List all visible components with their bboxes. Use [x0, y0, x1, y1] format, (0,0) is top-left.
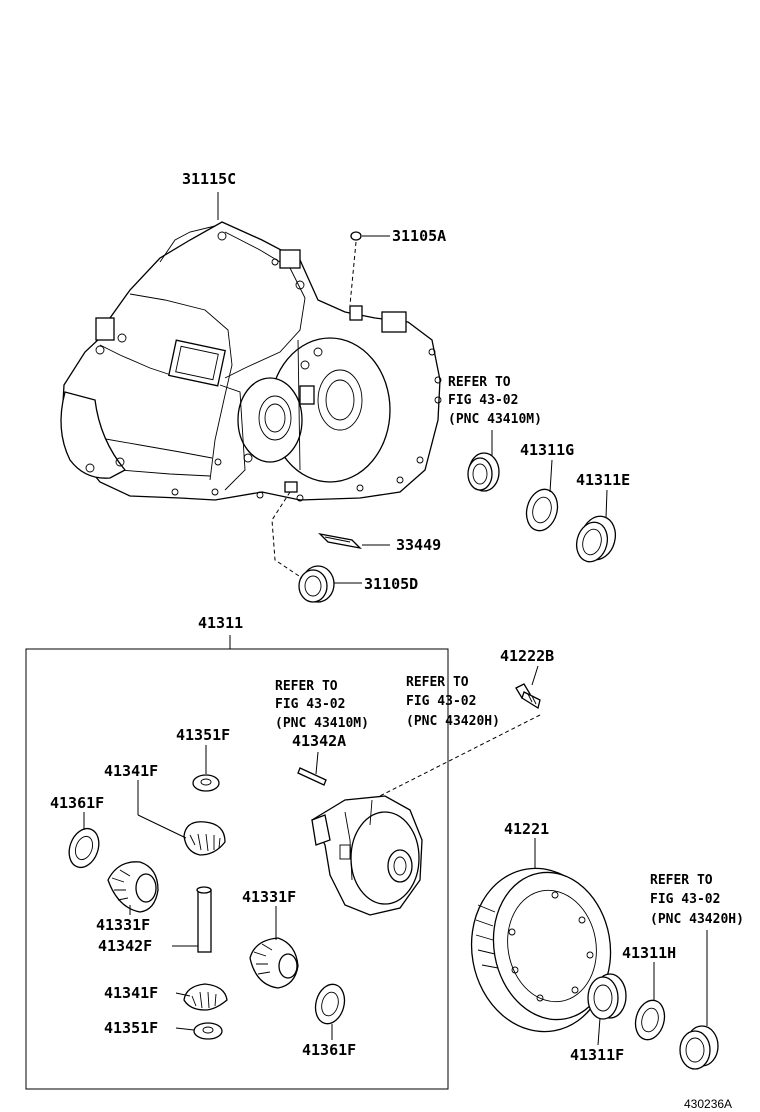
label-41311: 41311: [198, 614, 243, 632]
svg-text:FIG 43-02: FIG 43-02: [275, 697, 345, 712]
svg-text:(PNC 43410M): (PNC 43410M): [275, 716, 369, 731]
label-41311f: 41311F: [570, 1046, 624, 1064]
svg-text:FIG 43-02: FIG 43-02: [448, 393, 518, 408]
label-41311g: 41311G: [520, 441, 574, 459]
washer-41351f-bottom-drawing: [193, 1022, 223, 1040]
refer-note-43410m-top: REFER TO FIG 43-02 (PNC 43410M): [448, 375, 542, 427]
magnet-33449-drawing: [318, 532, 362, 550]
label-31105d: 31105D: [364, 575, 418, 593]
label-41341f-top: 41341F: [104, 762, 158, 780]
side-gear-41331f-right-drawing: [249, 937, 299, 989]
figure-id: 430236A: [684, 1097, 732, 1111]
svg-text:FIG 43-02: FIG 43-02: [650, 892, 720, 907]
svg-text:REFER TO: REFER TO: [448, 375, 511, 390]
svg-text:(PNC 43410M): (PNC 43410M): [448, 412, 542, 427]
label-41311h: 41311H: [622, 944, 676, 962]
label-41311e: 41311E: [576, 471, 630, 489]
pin-41342a-drawing: [297, 767, 327, 786]
svg-text:(PNC 43420H): (PNC 43420H): [650, 912, 744, 927]
shim-41311g-drawing: [525, 488, 559, 532]
refer-note-43420h-middle: REFER TO FIG 43-02 (PNC 43420H): [406, 675, 500, 729]
label-41351f-bottom: 41351F: [104, 1019, 158, 1037]
label-41331f-right: 41331F: [242, 888, 296, 906]
oil-seal-43420h-drawing: [679, 1025, 719, 1070]
refer-note-43420h-right: REFER TO FIG 43-02 (PNC 43420H): [650, 873, 744, 927]
label-31115c: 31115C: [182, 170, 236, 188]
refer-note-43410m-middle: REFER TO FIG 43-02 (PNC 43410M): [275, 679, 369, 731]
label-41342f: 41342F: [98, 937, 152, 955]
bearing-41311e-drawing: [575, 515, 617, 563]
svg-text:REFER TO: REFER TO: [650, 873, 713, 888]
label-33449: 33449: [396, 536, 441, 554]
label-41361f-left: 41361F: [50, 794, 104, 812]
ring-gear-41221-drawing: [470, 867, 612, 1033]
oil-seal-43410m-drawing: [467, 452, 500, 492]
differential-case-drawing: [311, 795, 423, 916]
washer-41361f-bottom-drawing: [314, 983, 346, 1025]
label-41342a: 41342A: [292, 732, 346, 750]
pinion-41341f-top-drawing: [183, 821, 226, 856]
bolt-41222b-drawing: [515, 683, 541, 710]
svg-text:FIG 43-02: FIG 43-02: [406, 694, 476, 709]
leader-lines: [83, 192, 708, 1046]
label-41361f-bottom: 41361F: [302, 1041, 356, 1059]
washer-41351f-top-drawing: [192, 774, 220, 792]
transaxle-housing-drawing: [60, 221, 442, 502]
label-41222b: 41222B: [500, 647, 554, 665]
bearing-41311f-drawing: [587, 973, 627, 1020]
side-gear-41331f-left-drawing: [107, 861, 159, 913]
oil-seal-31105d-drawing: [271, 491, 335, 603]
shaft-41342f-drawing: [196, 886, 212, 953]
washer-41361f-left-drawing: [68, 827, 100, 869]
shim-41311h-drawing: [634, 999, 666, 1041]
svg-text:REFER TO: REFER TO: [406, 675, 469, 690]
label-41221: 41221: [504, 820, 549, 838]
vent-plug-drawing: [349, 231, 362, 306]
label-41351f-top: 41351F: [176, 726, 230, 744]
label-31105a: 31105A: [392, 227, 446, 245]
pinion-41341f-bottom-drawing: [183, 983, 228, 1011]
svg-text:(PNC 43420H): (PNC 43420H): [406, 714, 500, 729]
label-41341f-bottom: 41341F: [104, 984, 158, 1002]
differential-assembly-box: [25, 648, 449, 1090]
label-41331f-left: 41331F: [96, 916, 150, 934]
svg-text:REFER TO: REFER TO: [275, 679, 338, 694]
